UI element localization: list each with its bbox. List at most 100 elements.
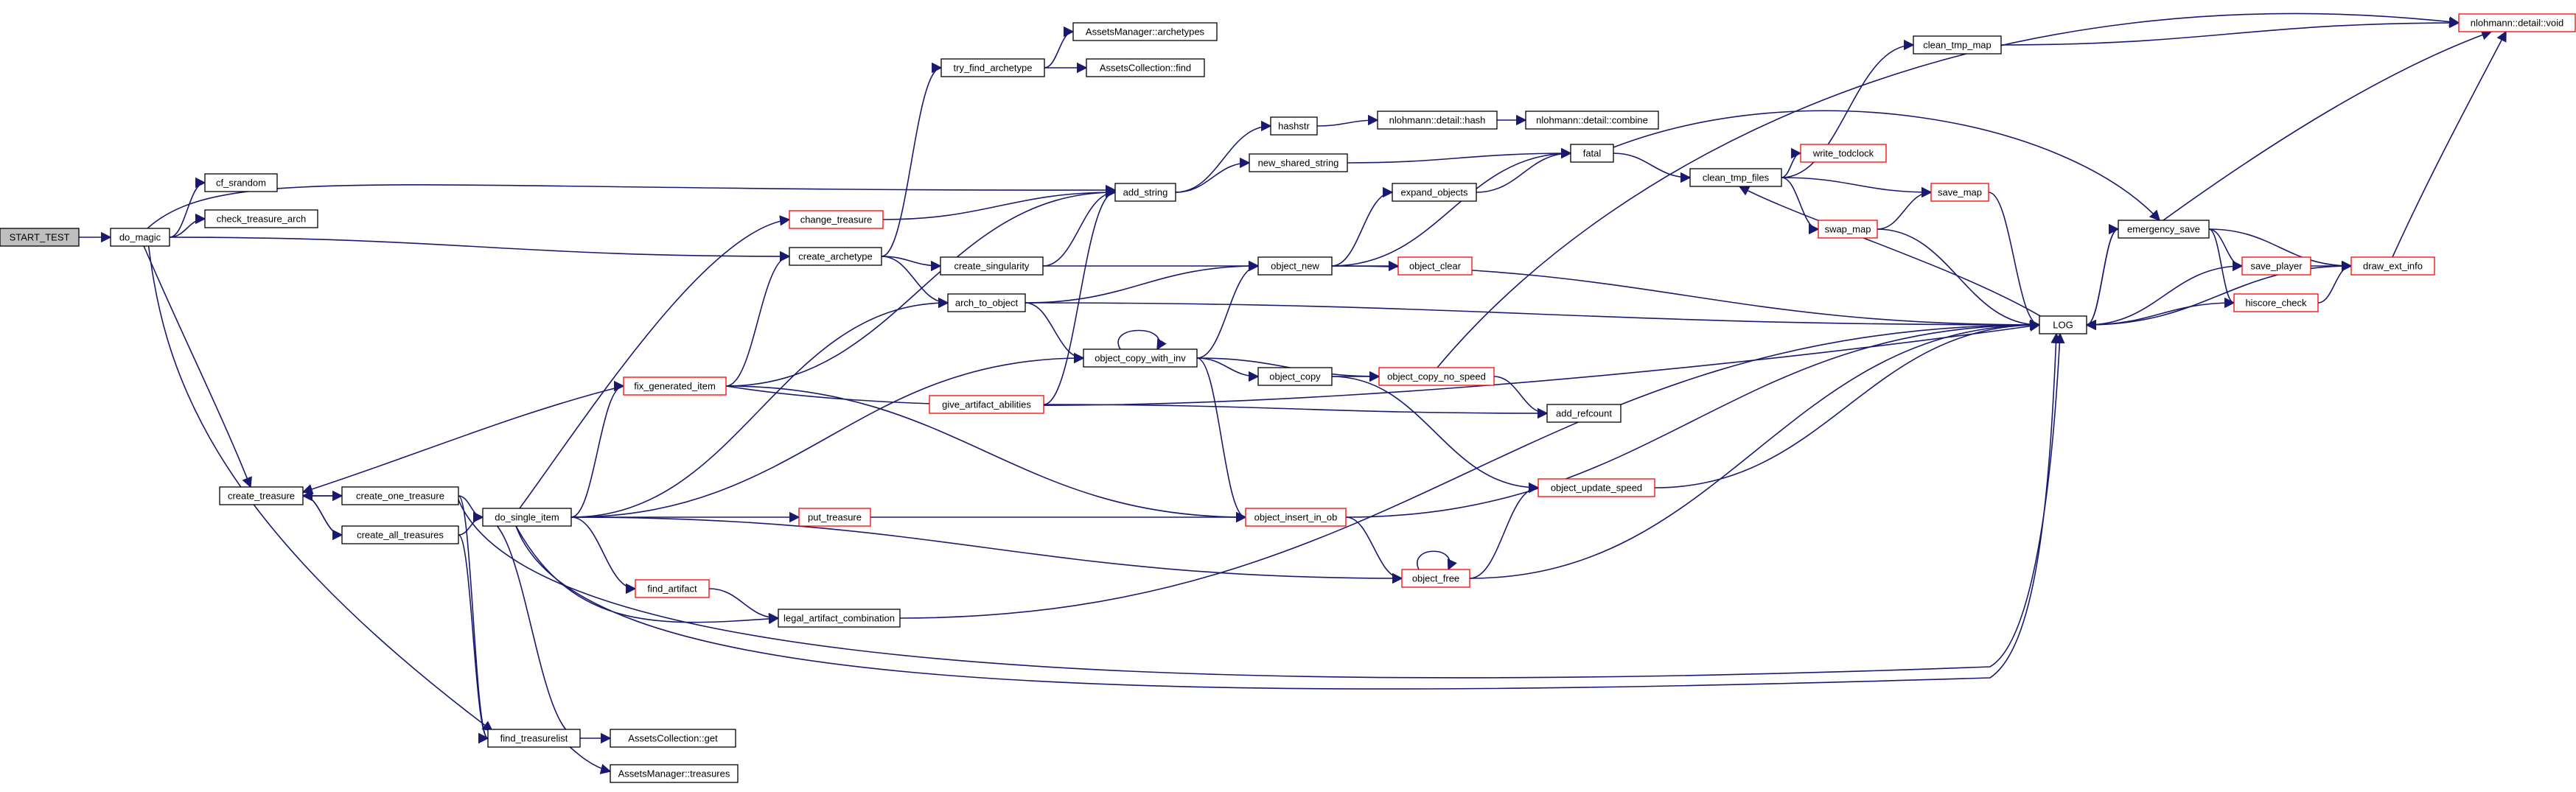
node-box[interactable] — [1378, 367, 1495, 386]
node-box[interactable] — [1257, 367, 1333, 386]
node-fatal[interactable]: fatal — [1570, 144, 1614, 163]
node-hiscore-check[interactable]: hiscore_check — [2233, 293, 2319, 312]
node-object-free[interactable]: object_free — [1401, 569, 1470, 588]
node-box[interactable] — [204, 209, 318, 228]
node-box[interactable] — [1401, 569, 1470, 588]
node-nlohmann-detail-combine[interactable]: nlohmann::detail::combine — [1525, 111, 1659, 130]
node-box[interactable] — [1114, 183, 1176, 202]
node-box[interactable] — [1689, 168, 1782, 187]
node-object-copy-no-speed[interactable]: object_copy_no_speed — [1378, 367, 1495, 386]
node-box[interactable] — [1083, 348, 1198, 368]
node-assetscollection-find[interactable]: AssetsCollection::find — [1086, 58, 1205, 77]
node-box[interactable] — [635, 579, 710, 598]
node-arch-to-object[interactable]: arch_to_object — [947, 293, 1026, 312]
node-object-insert-in-ob[interactable]: object_insert_in_ob — [1245, 508, 1347, 527]
node-box[interactable] — [1818, 220, 1878, 239]
node-box[interactable] — [1377, 111, 1498, 130]
node-box[interactable] — [789, 210, 884, 229]
node-nlohmann-detail-hash[interactable]: nlohmann::detail::hash — [1377, 111, 1498, 130]
node-hashstr[interactable]: hashstr — [1270, 116, 1318, 136]
node-box[interactable] — [1257, 256, 1333, 276]
node-box[interactable] — [1537, 478, 1655, 497]
node-box[interactable] — [482, 508, 572, 527]
node-box[interactable] — [2233, 293, 2319, 312]
node-box[interactable] — [1570, 144, 1614, 163]
node-box[interactable] — [1072, 22, 1218, 41]
node-try-find-archetype[interactable]: try_find_archetype — [940, 58, 1045, 77]
node-write-todclock[interactable]: write_todclock — [1800, 144, 1887, 163]
node-new-shared-string[interactable]: new_shared_string — [1249, 153, 1348, 172]
node-box[interactable] — [1525, 111, 1659, 130]
node-put-treasure[interactable]: put_treasure — [798, 508, 871, 527]
node-box[interactable] — [929, 395, 1044, 414]
node-box[interactable] — [1249, 153, 1348, 172]
node-assetscollection-get[interactable]: AssetsCollection::get — [610, 729, 736, 748]
node-log[interactable]: LOG — [2039, 315, 2087, 334]
node-box[interactable] — [1800, 144, 1887, 163]
node-box[interactable] — [2241, 256, 2311, 276]
node-box[interactable] — [487, 729, 581, 748]
node-box[interactable] — [2458, 13, 2576, 32]
node-check-treasure-arch[interactable]: check_treasure_arch — [204, 209, 318, 228]
node-box[interactable] — [940, 58, 1045, 77]
node-start-test[interactable]: START_TEST — [0, 228, 80, 247]
node-create-one-treasure[interactable]: create_one_treasure — [341, 486, 459, 505]
node-box[interactable] — [2118, 220, 2210, 239]
node-box[interactable] — [1270, 116, 1318, 136]
node-save-player[interactable]: save_player — [2241, 256, 2311, 276]
node-add-refcount[interactable]: add_refcount — [1546, 404, 1622, 423]
node-draw-ext-info[interactable]: draw_ext_info — [2350, 256, 2435, 276]
node-cf-srandom[interactable]: cf_srandom — [204, 173, 278, 192]
node-object-new[interactable]: object_new — [1257, 256, 1333, 276]
node-box[interactable] — [110, 228, 170, 247]
node-box[interactable] — [1392, 183, 1477, 202]
node-assetsmanager-treasures[interactable]: AssetsManager::treasures — [610, 764, 739, 783]
node-do-magic[interactable]: do_magic — [110, 228, 170, 247]
node-box[interactable] — [1930, 183, 1989, 202]
node-emergency-save[interactable]: emergency_save — [2118, 220, 2210, 239]
node-object-copy-with-inv[interactable]: object_copy_with_inv — [1083, 348, 1198, 368]
node-box[interactable] — [0, 228, 80, 247]
node-create-all-treasures[interactable]: create_all_treasures — [341, 525, 459, 544]
node-box[interactable] — [610, 729, 736, 748]
node-do-single-item[interactable]: do_single_item — [482, 508, 572, 527]
node-give-artifact-abilities[interactable]: give_artifact_abilities — [929, 395, 1044, 414]
node-object-copy[interactable]: object_copy — [1257, 367, 1333, 386]
node-change-treasure[interactable]: change_treasure — [789, 210, 884, 229]
node-legal-artifact-combination[interactable]: legal_artifact_combination — [778, 609, 901, 628]
node-box[interactable] — [940, 256, 1044, 276]
node-box[interactable] — [947, 293, 1026, 312]
node-find-treasurelist[interactable]: find_treasurelist — [487, 729, 581, 748]
node-box[interactable] — [2039, 315, 2087, 334]
node-fix-generated-item[interactable]: fix_generated_item — [623, 376, 727, 396]
node-box[interactable] — [1913, 35, 2002, 55]
node-box[interactable] — [789, 247, 882, 266]
node-save-map[interactable]: save_map — [1930, 183, 1989, 202]
node-box[interactable] — [1397, 256, 1473, 276]
node-nlohmann-detail-void[interactable]: nlohmann::detail::void — [2458, 13, 2576, 32]
node-clean-tmp-map[interactable]: clean_tmp_map — [1913, 35, 2002, 55]
node-create-treasure[interactable]: create_treasure — [219, 486, 304, 505]
node-box[interactable] — [1086, 58, 1205, 77]
node-assetsmanager-archetypes[interactable]: AssetsManager::archetypes — [1072, 22, 1218, 41]
node-box[interactable] — [623, 376, 727, 396]
node-create-singularity[interactable]: create_singularity — [940, 256, 1044, 276]
node-box[interactable] — [341, 486, 459, 505]
node-box[interactable] — [1245, 508, 1347, 527]
node-box[interactable] — [204, 173, 278, 192]
node-find-artifact[interactable]: find_artifact — [635, 579, 710, 598]
node-box[interactable] — [1546, 404, 1622, 423]
node-box[interactable] — [219, 486, 304, 505]
node-add-string[interactable]: add_string — [1114, 183, 1176, 202]
node-expand-objects[interactable]: expand_objects — [1392, 183, 1477, 202]
node-object-clear[interactable]: object_clear — [1397, 256, 1473, 276]
node-box[interactable] — [798, 508, 871, 527]
node-swap-map[interactable]: swap_map — [1818, 220, 1878, 239]
node-create-archetype[interactable]: create_archetype — [789, 247, 882, 266]
node-object-update-speed[interactable]: object_update_speed — [1537, 478, 1655, 497]
node-box[interactable] — [2350, 256, 2435, 276]
node-box[interactable] — [341, 525, 459, 544]
node-box[interactable] — [778, 609, 901, 628]
node-clean-tmp-files[interactable]: clean_tmp_files — [1689, 168, 1782, 187]
node-box[interactable] — [610, 764, 739, 783]
